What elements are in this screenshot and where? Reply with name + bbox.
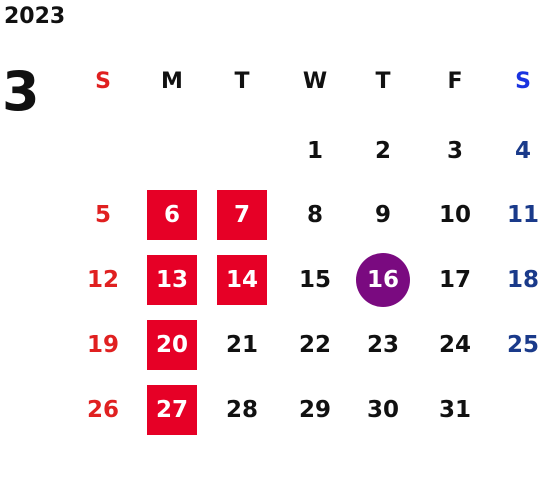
day-cell[interactable]: 30 — [366, 397, 399, 423]
day-cell[interactable]: 5 — [94, 202, 111, 228]
day-cell[interactable]: 7 — [217, 190, 267, 240]
day-cell[interactable]: 4 — [514, 138, 531, 164]
day-cell[interactable]: 17 — [438, 267, 471, 293]
day-cell[interactable]: 1 — [306, 138, 323, 164]
day-cell[interactable]: 29 — [298, 397, 331, 423]
day-cell[interactable]: 22 — [298, 332, 331, 358]
day-cell[interactable]: 24 — [438, 332, 471, 358]
day-cell[interactable]: 28 — [225, 397, 258, 423]
year-label: 2023 — [4, 4, 66, 29]
day-cell[interactable]: 15 — [298, 267, 331, 293]
day-cell[interactable]: 25 — [506, 332, 539, 358]
weekday-header: W — [302, 68, 328, 94]
day-cell[interactable]: 19 — [86, 332, 119, 358]
day-cell[interactable]: 12 — [86, 267, 119, 293]
weekday-header: T — [234, 68, 250, 94]
day-cell[interactable]: 31 — [438, 397, 471, 423]
day-cell[interactable]: 3 — [446, 138, 463, 164]
day-cell[interactable]: 10 — [438, 202, 471, 228]
day-cell[interactable]: 20 — [147, 320, 197, 370]
weekday-header: S — [515, 68, 531, 94]
day-cell[interactable]: 2 — [374, 138, 391, 164]
day-cell[interactable]: 23 — [366, 332, 399, 358]
day-cell[interactable]: 13 — [147, 255, 197, 305]
month-number: 3 — [2, 60, 40, 123]
day-cell[interactable]: 9 — [374, 202, 391, 228]
day-cell[interactable]: 18 — [506, 267, 539, 293]
day-cell[interactable]: 27 — [147, 385, 197, 435]
weekday-header: F — [447, 68, 463, 94]
day-cell[interactable]: 21 — [225, 332, 258, 358]
day-cell[interactable]: 8 — [306, 202, 323, 228]
day-cell[interactable]: 14 — [217, 255, 267, 305]
weekday-header: T — [375, 68, 391, 94]
day-cell[interactable]: 11 — [506, 202, 539, 228]
weekday-header: M — [161, 68, 183, 94]
day-cell-today[interactable]: 16 — [356, 253, 410, 307]
day-cell[interactable]: 6 — [147, 190, 197, 240]
day-cell[interactable]: 26 — [86, 397, 119, 423]
weekday-header: S — [95, 68, 111, 94]
